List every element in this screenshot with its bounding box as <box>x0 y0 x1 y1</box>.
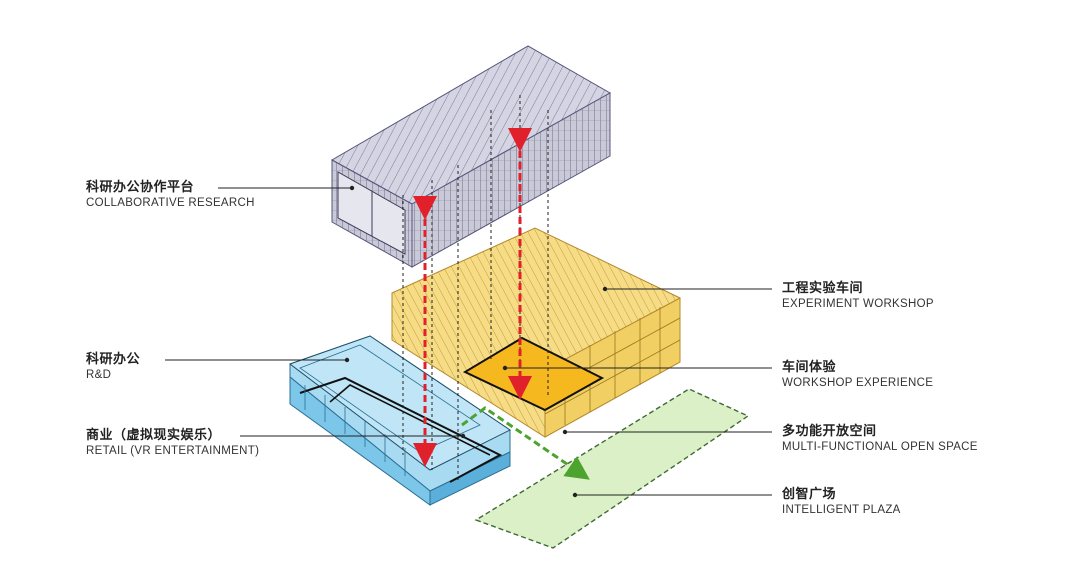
label-open-space: 多功能开放空间 MULTI-FUNCTIONAL OPEN SPACE <box>782 425 978 454</box>
label-retail: 商业（虚拟现实娱乐） RETAIL (VR ENTERTAINMENT) <box>86 429 259 458</box>
label-zh: 车间体验 <box>782 360 837 375</box>
label-zh: 科研办公 <box>86 352 141 367</box>
grey-research-block <box>330 45 612 268</box>
label-experiment-workshop: 工程实验车间 EXPERIMENT WORKSHOP <box>782 282 934 311</box>
leader-dots <box>344 185 608 498</box>
label-intelligent-plaza: 创智广场 INTELLIGENT PLAZA <box>782 488 901 517</box>
label-zh: 工程实验车间 <box>782 281 864 296</box>
label-en: MULTI-FUNCTIONAL OPEN SPACE <box>782 441 978 453</box>
green-path-arrow <box>461 406 590 480</box>
intelligent-plaza-shape <box>474 388 750 549</box>
label-en: R&D <box>86 369 112 381</box>
label-zh: 科研办公协作平台 <box>86 180 195 195</box>
label-collaborative-research: 科研办公协作平台 COLLABORATIVE RESEARCH <box>86 181 255 210</box>
label-en: WORKSHOP EXPERIENCE <box>782 377 934 389</box>
label-en: INTELLIGENT PLAZA <box>782 504 901 516</box>
label-en: EXPERIMENT WORKSHOP <box>782 298 934 310</box>
red-circulation-arrows <box>413 128 532 467</box>
leader-lines <box>165 187 772 496</box>
label-en: RETAIL (VR ENTERTAINMENT) <box>86 445 260 457</box>
label-zh: 多功能开放空间 <box>782 424 877 439</box>
label-en: COLLABORATIVE RESEARCH <box>86 197 255 209</box>
label-rnd: 科研办公 R&D <box>86 353 140 382</box>
label-zh: 商业（虚拟现实娱乐） <box>86 428 222 443</box>
label-zh: 创智广场 <box>782 487 837 502</box>
label-workshop-experience: 车间体验 WORKSHOP EXPERIENCE <box>782 361 933 390</box>
